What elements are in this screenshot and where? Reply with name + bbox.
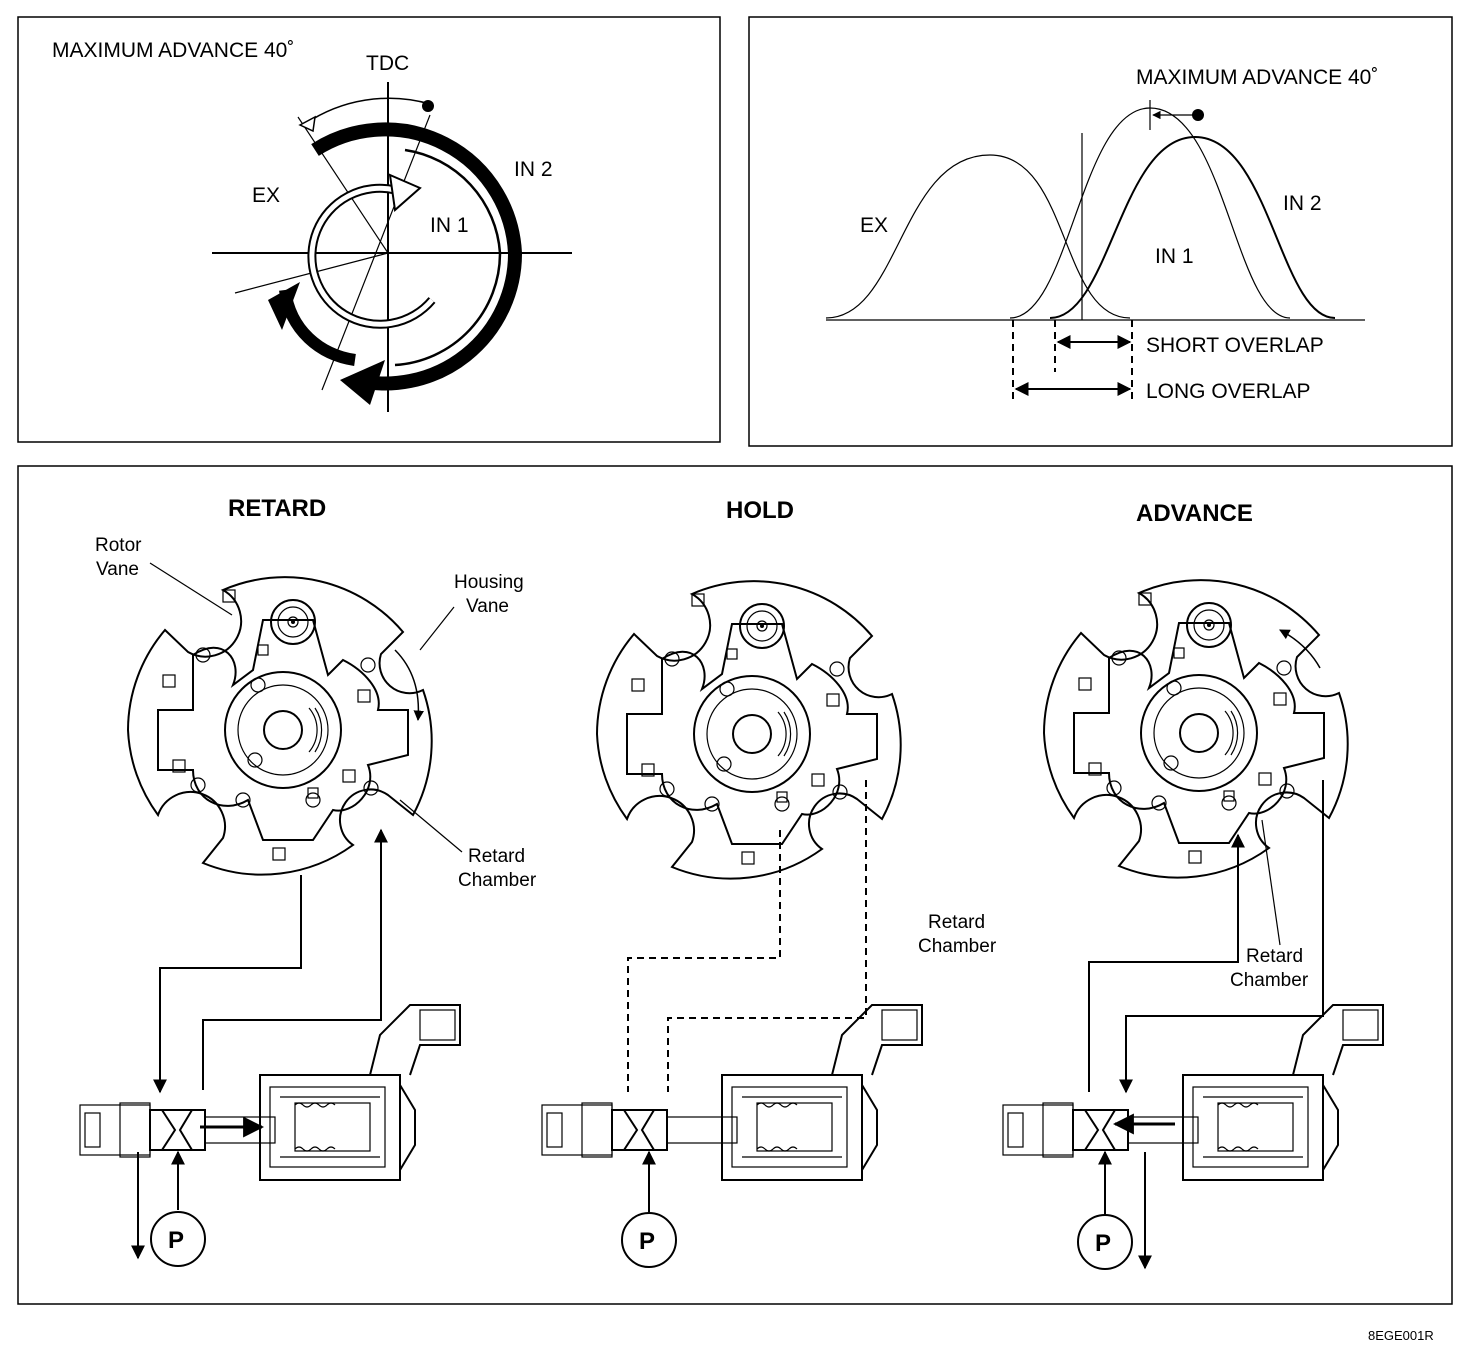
retard-title: RETARD [228, 495, 326, 522]
panel-title: MAXIMUM ADVANCE 40˚ [52, 39, 294, 62]
in2-arc [311, 122, 523, 391]
housing-leader [419, 606, 455, 651]
rotation-arrow-2-head [340, 360, 385, 405]
oil-line-dashed-1 [627, 830, 781, 1092]
advance-arrow-head [298, 115, 316, 133]
in1-label: IN 1 [430, 214, 469, 237]
rotor-leader [149, 562, 233, 616]
oil-line-in [202, 828, 388, 1090]
advance-title: ADVANCE [1136, 500, 1253, 527]
in1-arrow-head [388, 173, 422, 212]
figure-code: 8EGE001R [1368, 1328, 1434, 1343]
ex-lift-curve [825, 154, 1131, 319]
hold-mode: HOLD Retard Chamber P [541, 497, 997, 1268]
in2-label: IN 2 [514, 158, 553, 181]
rotation-arrow [394, 649, 424, 722]
chamber-label-line1: Retard [1246, 946, 1303, 967]
oil-line-out [153, 875, 302, 1094]
housing-label-line1: Housing [454, 572, 524, 593]
chamber-label-line2: Chamber [918, 936, 997, 957]
rotation-arrow-1-head [268, 282, 300, 330]
ex-close-line [297, 116, 389, 254]
rotation-arrow [1279, 629, 1321, 669]
ex-label: EX [252, 184, 280, 207]
chamber-label-line2: Chamber [1230, 970, 1309, 991]
short-overlap-label: SHORT OVERLAP [1146, 334, 1324, 357]
chamber-leader [1261, 819, 1281, 946]
chamber-leader [399, 799, 463, 853]
pump-label: P [168, 1227, 184, 1254]
pump-symbol [1077, 1214, 1133, 1270]
in2-label: IN 2 [1283, 192, 1322, 215]
panel-frame [17, 465, 1453, 1305]
advance-arc [304, 97, 431, 125]
pump-label: P [639, 1228, 655, 1255]
oil-line-dashed-2 [667, 780, 867, 1092]
retard-mode: RETARD Rotor Vane Housing Vane Retard Ch… [79, 495, 537, 1267]
long-overlap-label: LONG OVERLAP [1146, 380, 1311, 403]
tdc-label: TDC [366, 52, 409, 75]
advance-dot [1192, 109, 1204, 121]
oil-line-in [1119, 780, 1324, 1094]
chamber-label-line1: Retard [928, 912, 985, 933]
panel-frame [748, 16, 1453, 447]
pump-symbol [150, 1211, 206, 1267]
pump-label: P [1095, 1230, 1111, 1257]
mode-panel: RETARD Rotor Vane Housing Vane Retard Ch… [17, 465, 1453, 1305]
ex-label: EX [860, 214, 888, 237]
pump-symbol [621, 1212, 677, 1268]
rotor-label-line2: Vane [96, 559, 139, 580]
hold-title: HOLD [726, 497, 794, 524]
rotor-label-line1: Rotor [95, 535, 142, 556]
timing-circle-panel: MAXIMUM ADVANCE 40˚ TDC EX IN 1 IN 2 [17, 16, 721, 443]
chamber-label-line1: Retard [468, 846, 525, 867]
in1-outer-arc [394, 148, 502, 367]
in2-lift-curve [1049, 135, 1336, 319]
in1-label: IN 1 [1155, 245, 1194, 268]
advance-mode: ADVANCE Retard Chamber P [1002, 500, 1384, 1270]
advance-dot [422, 100, 434, 112]
valve-lift-panel: MAXIMUM ADVANCE 40˚ EX IN 1 IN 2 SHORT O… [748, 16, 1453, 447]
panel-title: MAXIMUM ADVANCE 40˚ [1136, 66, 1378, 89]
chamber-label-line2: Chamber [458, 870, 537, 891]
oil-line-out [1088, 833, 1245, 1092]
housing-label-line2: Vane [466, 596, 509, 617]
intake-line [321, 114, 431, 391]
